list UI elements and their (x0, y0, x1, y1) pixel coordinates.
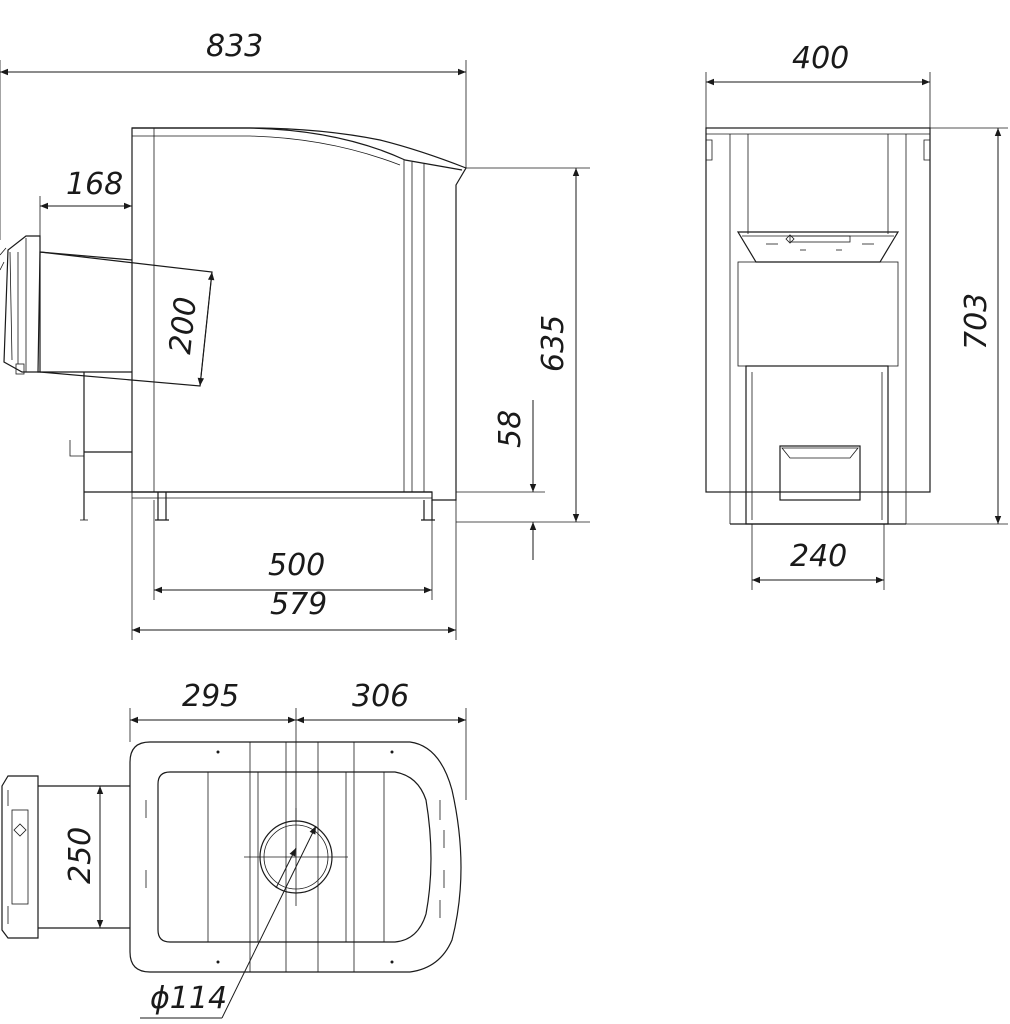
top-outline (129, 741, 462, 973)
dim-833: 833 (206, 29, 263, 64)
dim-168: 168 (66, 167, 123, 202)
dim-400: 400 (792, 41, 849, 76)
firebox-tunnel (37, 251, 133, 520)
stove-front-outline (705, 127, 931, 493)
dim-703: 703 (959, 293, 994, 350)
stove-top-curve (132, 127, 463, 171)
dim-diameter-114: ϕ114 (150, 981, 227, 1016)
rear-leg (421, 500, 435, 521)
stove-body-outline (131, 127, 467, 501)
ash-pit-door (779, 445, 861, 501)
dim-579: 579 (270, 587, 327, 622)
front-face-view: 400 703 240 (705, 41, 1008, 590)
dim-240: 240 (790, 539, 847, 574)
front-leg (155, 492, 169, 521)
dim-635: 635 (536, 315, 571, 372)
fire-door-side (3, 235, 41, 373)
dim-200: 200 (163, 295, 204, 356)
top-firebox-tunnel (38, 785, 130, 929)
dim-295: 295 (182, 679, 239, 714)
dim-58: 58 (493, 410, 528, 448)
dim-500: 500 (268, 548, 325, 583)
front-elevation-view: 833 168 200 635 58 500 579 (0, 29, 590, 640)
top-fire-door (1, 775, 39, 939)
dim-250: 250 (63, 827, 98, 884)
dim-306: 306 (352, 679, 409, 714)
stove-hood (736, 231, 900, 263)
top-inner-panel (157, 771, 432, 943)
top-view: 295 306 250 ϕ114 (1, 679, 467, 1019)
